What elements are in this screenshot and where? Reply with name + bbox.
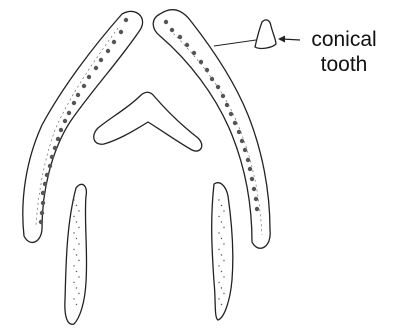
splint-stipple xyxy=(223,227,224,228)
splint-stipple xyxy=(76,271,77,272)
tooth-socket xyxy=(250,177,254,181)
splint-stipple xyxy=(78,210,79,211)
splint-stipple xyxy=(221,254,222,255)
splint-stipple xyxy=(76,287,77,288)
tooth-socket xyxy=(48,164,52,168)
tooth-socket xyxy=(119,30,123,34)
splint-stipple xyxy=(73,232,74,233)
tooth-socket xyxy=(237,130,241,134)
arrow-head xyxy=(278,36,285,43)
splint-stipple xyxy=(223,243,224,244)
splint-stipple xyxy=(221,221,222,222)
splint-stipple xyxy=(76,304,77,305)
tooth-socket xyxy=(50,155,54,159)
splint-stipple xyxy=(73,199,74,200)
tooth-socket xyxy=(43,182,47,186)
splint-stipple xyxy=(223,260,224,261)
splint-stipple xyxy=(76,205,77,206)
annotation-label-line2: tooth xyxy=(298,53,390,77)
splint-stipple xyxy=(218,199,219,200)
tooth-socket xyxy=(178,35,182,39)
tooth-socket xyxy=(254,197,258,201)
tooth-socket xyxy=(112,40,116,44)
tooth-socket xyxy=(63,119,67,123)
splint-stipple xyxy=(218,232,219,233)
tooth-socket xyxy=(82,84,86,88)
splint-stipple xyxy=(221,304,222,305)
tooth-socket xyxy=(233,121,237,125)
splint-stipple xyxy=(218,249,219,250)
splint-stipple xyxy=(73,298,74,299)
annotation-label-line1: conical xyxy=(298,28,390,52)
tooth-socket xyxy=(210,77,214,81)
leader-line xyxy=(214,40,256,46)
tooth-socket xyxy=(246,158,250,162)
splint-stipple xyxy=(78,276,79,277)
tooth-socket xyxy=(240,139,244,143)
splint-stipple xyxy=(221,205,222,206)
tooth-socket xyxy=(67,111,71,115)
splint-stipple xyxy=(78,243,79,244)
tooth-socket xyxy=(199,60,203,64)
splint-stipple xyxy=(218,265,219,266)
splint-stipple xyxy=(223,276,224,277)
splint-stipple xyxy=(223,210,224,211)
splint-stipple xyxy=(218,282,219,283)
splint-stipple xyxy=(218,216,219,217)
splint-stipple xyxy=(73,216,74,217)
splint-stipple xyxy=(223,293,224,294)
splint-stipple xyxy=(221,287,222,288)
tooth-socket xyxy=(106,49,110,53)
tooth-socket xyxy=(216,85,220,89)
splint-stipple xyxy=(78,293,79,294)
splint-stipple xyxy=(218,298,219,299)
tooth-socket xyxy=(94,66,98,70)
tooth-socket xyxy=(76,93,80,97)
tooth-socket xyxy=(87,75,91,79)
tooth-socket xyxy=(99,58,103,62)
splint-stipple xyxy=(73,265,74,266)
splint-stipple xyxy=(76,254,77,255)
right-lower-splint-bone xyxy=(212,183,233,320)
tooth-socket xyxy=(243,148,247,152)
tooth-socket xyxy=(53,146,57,150)
tooth-socket xyxy=(41,191,45,195)
tooth-socket xyxy=(170,28,174,32)
tooth-socket xyxy=(124,18,128,22)
splint-stipple xyxy=(78,260,79,261)
tooth-socket xyxy=(255,207,259,211)
tooth-socket xyxy=(72,101,76,105)
splint-stipple xyxy=(73,282,74,283)
tooth-socket xyxy=(225,103,229,107)
tooth-socket xyxy=(185,43,189,47)
splint-stipple xyxy=(78,227,79,228)
tooth-socket xyxy=(41,201,45,205)
splint-stipple xyxy=(221,238,222,239)
splint-stipple xyxy=(73,249,74,250)
tooth-socket xyxy=(248,167,252,171)
splint-stipple xyxy=(221,271,222,272)
tooth-socket xyxy=(221,94,225,98)
splint-stipple xyxy=(76,238,77,239)
conical-tooth xyxy=(255,20,276,49)
tooth-socket xyxy=(59,128,63,132)
tooth-socket xyxy=(45,173,49,177)
tooth-socket xyxy=(205,68,209,72)
left-lower-splint-bone xyxy=(65,184,87,324)
tooth-socket xyxy=(56,137,60,141)
tooth-socket xyxy=(252,187,256,191)
chevron-bone xyxy=(94,92,202,151)
tooth-socket xyxy=(39,220,43,224)
tooth-socket xyxy=(192,51,196,55)
tooth-socket xyxy=(164,20,168,24)
splint-stipple xyxy=(76,221,77,222)
tooth-socket xyxy=(229,112,233,116)
tooth-socket xyxy=(40,211,44,215)
